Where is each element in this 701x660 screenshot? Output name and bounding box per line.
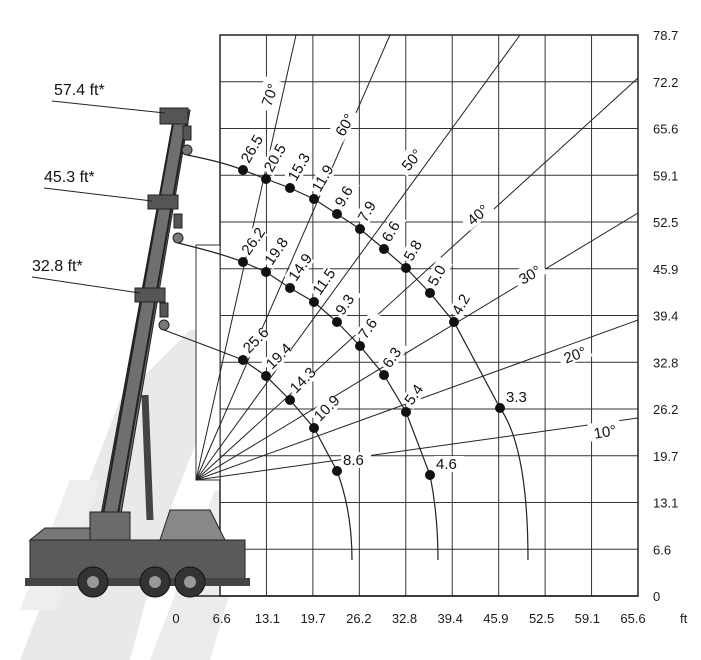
y-tick-label: 32.8 xyxy=(653,355,678,370)
capacity-point xyxy=(355,224,365,234)
x-tick-label: 19.7 xyxy=(300,611,325,626)
y-tick-label: 78.7 xyxy=(653,28,678,43)
y-tick-label: 0 xyxy=(653,589,660,604)
y-tick-label: 45.9 xyxy=(653,262,678,277)
boom-label-57: 57.4 ft* xyxy=(54,82,105,99)
capacity-label: 4.6 xyxy=(436,456,457,473)
capacity-point xyxy=(261,174,271,184)
capacity-point xyxy=(285,283,295,293)
capacity-point xyxy=(261,267,271,277)
x-tick-label: 52.5 xyxy=(529,611,554,626)
angle-label: 70° xyxy=(259,82,283,109)
capacity-point xyxy=(309,297,319,307)
capacity-curve xyxy=(186,154,529,561)
boom-label-45: 45.3 ft* xyxy=(44,169,95,186)
capacity-point xyxy=(495,403,505,413)
x-axis-ticks: 0 6.6 13.1 19.7 26.2 32.8 39.4 45.9 52.5 59.1 65.6 xyxy=(172,611,645,626)
y-tick-label: 59.1 xyxy=(653,168,678,183)
x-tick-label: 45.9 xyxy=(483,611,508,626)
angle-line xyxy=(195,417,639,481)
chart-grid xyxy=(195,34,639,597)
capacity-point xyxy=(332,317,342,327)
x-tick-label: 6.6 xyxy=(213,611,231,626)
y-tick-label: 65.6 xyxy=(653,122,678,137)
capacity-point xyxy=(332,466,342,476)
angle-label: 20° xyxy=(562,344,589,368)
y-tick-label: 6.6 xyxy=(653,542,671,557)
y-axis-ticks: 0 6.6 13.1 19.7 26.2 32.8 39.4 45.9 52.5 59.1 65.6… xyxy=(653,28,678,604)
crane-illustration xyxy=(25,107,250,598)
capacity-point xyxy=(401,407,411,417)
x-tick-label: 26.2 xyxy=(346,611,371,626)
capacity-point xyxy=(238,257,248,267)
capacity-point xyxy=(401,263,411,273)
y-tick-label: 52.5 xyxy=(653,215,678,230)
capacity-curve xyxy=(177,242,439,561)
x-tick-label: 0 xyxy=(172,611,179,626)
x-tick-label: 59.1 xyxy=(575,611,600,626)
capacity-point xyxy=(379,370,389,380)
capacity-point xyxy=(285,183,295,193)
boom-length-labels: 57.4 ft* 45.3 ft* 32.8 ft* xyxy=(31,82,166,294)
angle-line xyxy=(195,34,521,481)
angle-line xyxy=(195,212,639,481)
y-tick-label: 39.4 xyxy=(653,309,678,324)
capacity-point xyxy=(285,395,295,405)
y-tick-label: 72.2 xyxy=(653,75,678,90)
y-tick-label: 13.1 xyxy=(653,496,678,511)
capacity-point xyxy=(425,288,435,298)
capacity-point xyxy=(355,341,365,351)
capacity-point xyxy=(379,244,389,254)
capacity-point xyxy=(309,194,319,204)
capacity-point xyxy=(238,165,248,175)
capacity-label: 8.6 xyxy=(343,452,364,469)
capacity-point xyxy=(425,470,435,480)
x-axis-unit: ft xyxy=(680,611,688,626)
x-tick-label: 65.6 xyxy=(620,611,645,626)
x-tick-label: 39.4 xyxy=(438,611,463,626)
angle-label: 10° xyxy=(592,422,617,443)
x-tick-label: 13.1 xyxy=(255,611,280,626)
boom-label-32: 32.8 ft* xyxy=(32,258,83,275)
capacity-point xyxy=(309,423,319,433)
y-tick-label: 19.7 xyxy=(653,449,678,464)
capacity-point xyxy=(238,355,248,365)
angle-line xyxy=(195,34,391,481)
x-tick-label: 32.8 xyxy=(392,611,417,626)
capacity-point xyxy=(332,209,342,219)
capacity-point xyxy=(261,371,271,381)
capacity-point xyxy=(449,317,459,327)
angle-line xyxy=(195,34,297,481)
capacity-label: 3.3 xyxy=(506,389,527,406)
y-tick-label: 26.2 xyxy=(653,402,678,417)
